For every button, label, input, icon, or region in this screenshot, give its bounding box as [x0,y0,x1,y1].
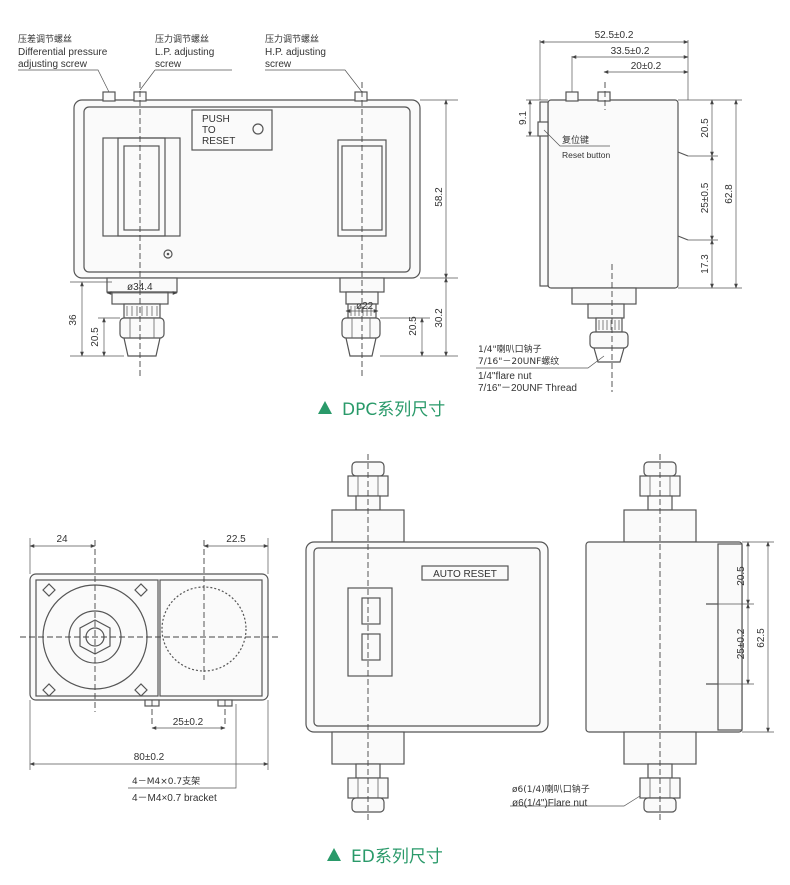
dpc-push-reset-line2: TO [202,125,216,136]
dpc-caption: DPC系列尺寸 [342,400,445,420]
dpc-hp-screw-label-en2: screw [265,59,292,70]
dpc-lp-screw-label-en2: screw [155,59,182,70]
dpc-dim-62-8: 62.8 [724,184,735,204]
dpc-dim-20-5-mid: 20.5 [408,316,419,336]
dpc-flare-label-en2: 7/16"－20UNF Thread [478,383,577,394]
dpc-dim-30-2: 30.2 [434,308,445,328]
ed-caption: ED系列尺寸 [351,847,443,867]
dpc-diff-screw-label-en2: adjusting screw [18,59,88,70]
dpc-dim-9-1: 9.1 [518,111,529,125]
ed-nut-label-cn: ø6(1/4)喇叭口钠子 [512,783,590,795]
ed-dim-24: 24 [56,534,68,545]
ed-bracket-label-cn: 4－M4×0.7支架 [132,775,200,787]
dpc-reset-button-label-en: Reset button [562,150,610,160]
ed-dim-80: 80±0.2 [134,752,165,763]
dpc-lp-screw-label-cn: 压力调节螺丝 [155,33,209,45]
dpc-diff-screw-label-cn: 压差调节螺丝 [18,33,72,45]
ed-caption-triangle-icon [327,848,341,861]
dpc-diff-screw-label-en1: Differential pressure [18,47,108,58]
ed-bottom-view [20,538,280,789]
dpc-dim-52-5: 52.5±0.2 [595,30,634,41]
dpc-dim-58-2: 58.2 [434,187,445,207]
dpc-push-reset-line3: RESET [202,136,235,147]
ed-dim-25-0-2: 25±0.2 [736,628,747,659]
ed-dim-25: 25±0.2 [173,717,204,728]
dpc-dim-20: 20±0.2 [631,61,662,72]
dpc-dim-20-5-left: 20.5 [90,327,101,347]
ed-nut-label-en: ø6(1/4")Flare nut [512,798,587,809]
ed-front-view [305,454,549,820]
ed-dim-20-5: 20.5 [736,566,747,586]
dpc-reset-button-label-cn: 复位键 [562,134,589,146]
dpc-front-view [18,69,458,378]
dpc-flare-label-cn2: 7/16"－20UNF螺纹 [478,355,559,367]
dpc-flare-label-cn1: 1/4"喇叭口钠子 [478,343,542,355]
dpc-caption-triangle-icon [318,401,332,414]
ed-dim-22-5: 22.5 [226,534,246,545]
dpc-hp-screw-label-cn: 压力调节螺丝 [265,33,319,45]
ed-bracket-label-en: 4－M4×0.7 bracket [132,793,217,804]
dpc-dim-33-5: 33.5±0.2 [611,46,650,57]
dpc-hp-screw-label-en1: H.P. adjusting [265,47,326,58]
dpc-lp-screw-label-en1: L.P. adjusting [155,47,214,58]
dpc-side-view [476,40,742,392]
dpc-dim-d34-4: ø34.4 [127,282,153,293]
dpc-dim-36: 36 [68,314,79,326]
dpc-dim-17-3: 17.3 [700,254,711,274]
dpc-push-reset-line1: PUSH [202,114,230,125]
ed-dim-62-5: 62.5 [756,628,767,648]
ed-side-view [510,454,774,820]
dpc-dim-25-0-5: 25±0.5 [700,182,711,213]
ed-auto-reset-label: AUTO RESET [433,569,497,580]
dpc-flare-label-en1: 1/4"flare nut [478,371,532,382]
dpc-dim-d22: ø22 [356,301,374,312]
dpc-dim-side-20-5: 20.5 [700,118,711,138]
